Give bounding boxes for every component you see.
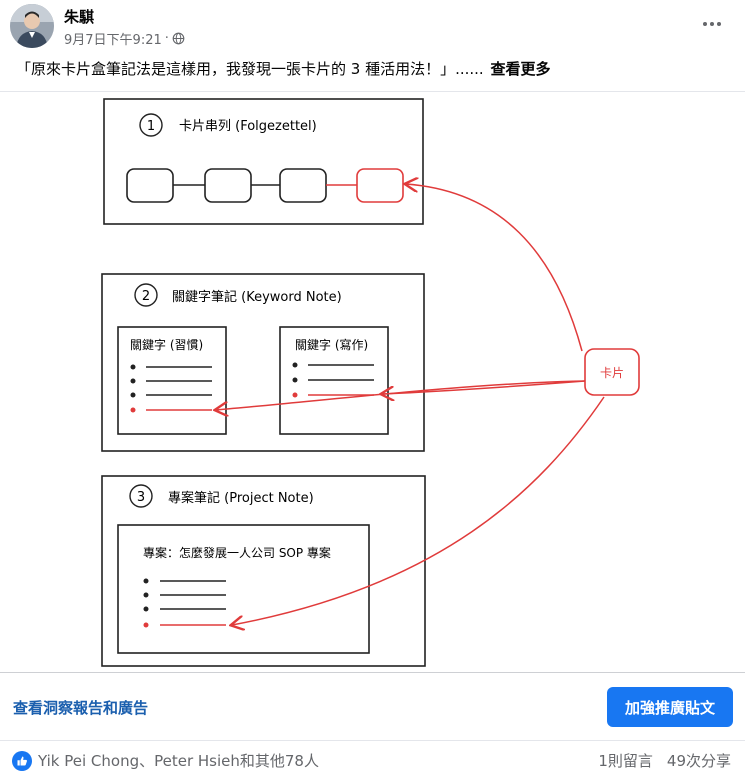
divider (0, 740, 745, 741)
section-2-title: 關鍵字筆記 (Keyword Note) (172, 289, 342, 305)
post-image[interactable]: 1 卡片串列 (Folgezettel) 2 關鍵字筆記 (Keyword No… (0, 91, 745, 673)
post-body: 「原來卡片盒筆記法是這樣用，我發現一張卡片的 3 種活用法！」...... (16, 60, 484, 78)
project-card-title: 專案：怎麼發展一人公司 SOP 專案 (143, 545, 331, 560)
post-header: 朱騏 9月7日下午9:21 · (0, 0, 745, 54)
project-card (118, 525, 369, 653)
section-2-keyword-note: 2 關鍵字筆記 (Keyword Note) 關鍵字 (習慣) 關鍵字 (寫作) (102, 274, 424, 451)
meta-separator: · (165, 31, 169, 46)
comment-count[interactable]: 1則留言 (598, 750, 653, 771)
section-1-title: 卡片串列 (Folgezettel) (179, 119, 317, 134)
avatar[interactable] (10, 4, 54, 48)
zettelkasten-diagram: 1 卡片串列 (Folgezettel) 2 關鍵字筆記 (Keyword No… (0, 92, 745, 672)
post-timestamp[interactable]: 9月7日下午9:21 (64, 29, 162, 48)
card-1 (127, 169, 173, 202)
author-name[interactable]: 朱騏 (64, 6, 94, 27)
card-3 (280, 169, 326, 202)
card-new (357, 169, 403, 202)
section-3-number: 3 (137, 490, 145, 505)
insights-link[interactable]: 查看洞察報告和廣告 (13, 697, 148, 718)
source-card: 卡片 (585, 349, 639, 395)
section-2-number: 2 (142, 289, 150, 304)
arrow-to-folgezettel (406, 184, 582, 351)
section-3-project-note: 3 專案筆記 (Project Note) 專案：怎麼發展一人公司 SOP 專案 (102, 476, 425, 666)
post-meta: 9月7日下午9:21 · (64, 29, 185, 48)
reactions-text[interactable]: Yik Pei Chong、Peter Hsieh和其他78人 (38, 750, 319, 771)
share-count[interactable]: 49次分享 (667, 750, 731, 771)
engagement-stats: 1則留言 49次分享 (598, 750, 731, 771)
more-options-button[interactable] (698, 12, 726, 36)
source-card-label: 卡片 (600, 366, 624, 380)
person-photo-icon (10, 4, 54, 48)
section-1-number: 1 (147, 119, 155, 134)
keyword-card-habit-title: 關鍵字 (習慣) (130, 337, 203, 352)
ellipsis-icon (698, 12, 726, 36)
section-1-folgezettel: 1 卡片串列 (Folgezettel) (104, 99, 423, 224)
globe-icon[interactable] (172, 32, 185, 45)
arrow-to-project (232, 397, 604, 625)
like-icon (12, 751, 32, 771)
keyword-card-writing-title: 關鍵字 (寫作) (295, 337, 368, 352)
section-3-title: 專案筆記 (Project Note) (168, 490, 314, 506)
post-text: 「原來卡片盒筆記法是這樣用，我發現一張卡片的 3 種活用法！」...... 查看… (16, 59, 551, 79)
see-more-link[interactable]: 查看更多 (490, 60, 550, 78)
card-2 (205, 169, 251, 202)
reactions-summary[interactable]: Yik Pei Chong、Peter Hsieh和其他78人 (12, 750, 319, 771)
boost-post-button[interactable]: 加強推廣貼文 (607, 687, 733, 727)
